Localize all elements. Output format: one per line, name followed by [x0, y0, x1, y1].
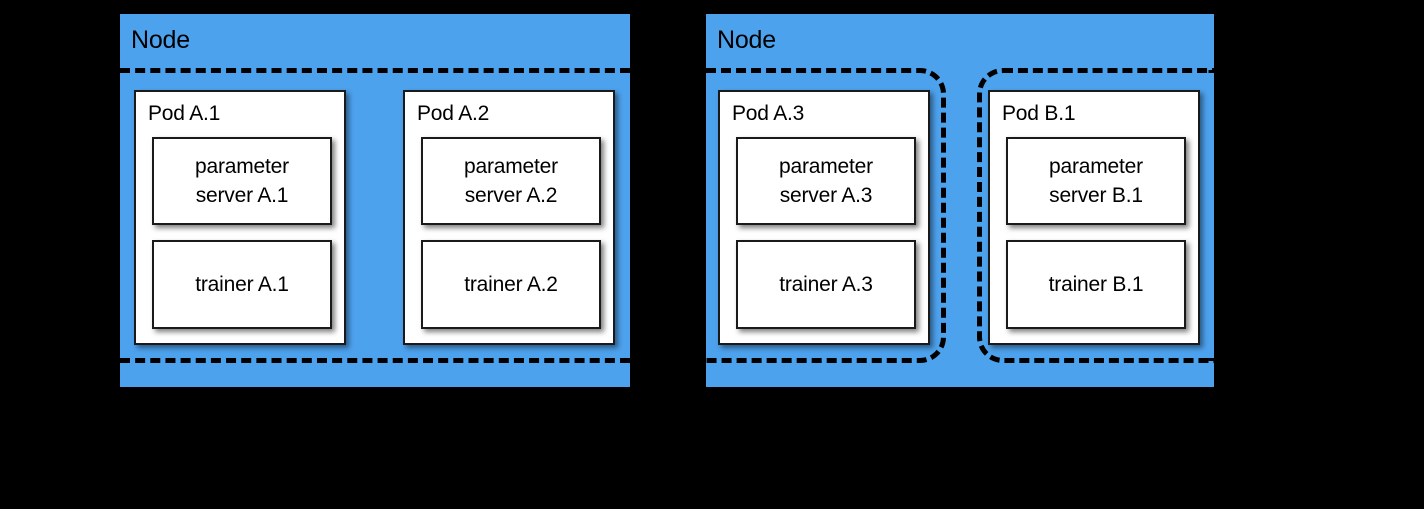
trainer-box[interactable]: trainer A.2 — [421, 240, 601, 329]
pod-label: Pod B.1 — [1002, 102, 1076, 125]
parameter-server-box[interactable]: parameter server B.1 — [1006, 137, 1186, 225]
parameter-server-label: parameter server A.2 — [464, 155, 558, 207]
parameter-server-box[interactable]: parameter server A.1 — [152, 137, 332, 225]
trainer-label: trainer A.2 — [464, 273, 558, 296]
pod-label: Pod A.3 — [732, 102, 805, 125]
parameter-server-label: parameter server A.1 — [195, 155, 289, 207]
trainer-label: trainer A.1 — [195, 273, 289, 296]
pod-box[interactable]: Pod B.1 parameter server B.1 trainer B.1 — [988, 90, 1200, 345]
parameter-server-label: parameter server A.3 — [779, 155, 873, 207]
pod-label: Pod A.2 — [417, 102, 490, 125]
node-label: Node — [131, 26, 190, 54]
pod-box[interactable]: Pod A.1 parameter server A.1 trainer A.1 — [134, 90, 346, 345]
parameter-server-box[interactable]: parameter server A.3 — [736, 137, 916, 225]
trainer-label: trainer A.3 — [779, 273, 873, 296]
node-label: Node — [717, 26, 776, 54]
pod-box[interactable]: Pod A.2 parameter server A.2 trainer A.2 — [403, 90, 615, 345]
trainer-label: trainer B.1 — [1048, 273, 1144, 296]
trainer-box[interactable]: trainer A.1 — [152, 240, 332, 329]
parameter-server-box[interactable]: parameter server A.2 — [421, 137, 601, 225]
parameter-server-label: parameter server B.1 — [1049, 155, 1143, 207]
pod-label: Pod A.1 — [148, 102, 221, 125]
pod-box[interactable]: Pod A.3 parameter server A.3 trainer A.3 — [718, 90, 930, 345]
trainer-box[interactable]: trainer A.3 — [736, 240, 916, 329]
trainer-box[interactable]: trainer B.1 — [1006, 240, 1186, 329]
